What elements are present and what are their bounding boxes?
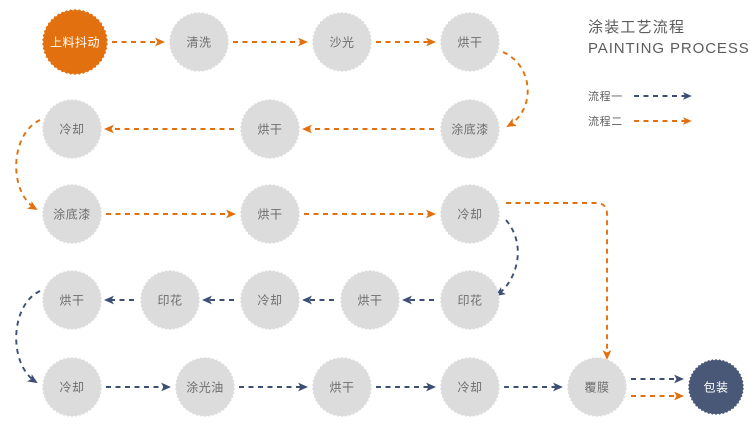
node-circle: [688, 359, 744, 415]
process-node-烘干[interactable]: 烘干: [240, 184, 300, 244]
process-node-清洗[interactable]: 清洗: [169, 12, 229, 72]
edge-wrap-r1-r2: [502, 51, 529, 127]
node-label: 烘干: [457, 36, 482, 50]
process-node-涂光油[interactable]: 涂光油: [175, 357, 235, 417]
legend-label: 流程二: [588, 114, 623, 128]
legend-item-2: 流程二: [588, 114, 692, 128]
edge-wrap-r2-r3: [15, 119, 41, 211]
node-label: 印花: [157, 293, 182, 308]
node-label: 冷却: [59, 123, 84, 137]
flow-nodes: 上料抖动清洗沙光烘干涂底漆烘干冷却涂底漆烘干冷却印花烘干冷却印花烘干冷却涂光油烘…: [42, 9, 744, 417]
node-label: 涂底漆: [53, 207, 91, 222]
node-circle: [440, 184, 500, 244]
node-circle: [440, 357, 500, 417]
process-node-烘干[interactable]: 烘干: [240, 99, 300, 159]
process-node-冷却[interactable]: 冷却: [240, 270, 300, 330]
process-node-冷却[interactable]: 冷却: [42, 99, 102, 159]
node-circle: [42, 9, 108, 75]
node-circle: [42, 184, 102, 244]
process-node-烘干[interactable]: 烘干: [312, 357, 372, 417]
process-node-包装[interactable]: 包装: [688, 359, 744, 415]
page-title: 涂装工艺流程 PAINTING PROCESS: [588, 19, 750, 57]
node-circle: [440, 12, 500, 72]
node-circle: [240, 184, 300, 244]
node-circle: [42, 99, 102, 159]
node-label: 涂光油: [186, 380, 224, 395]
process-node-涂底漆[interactable]: 涂底漆: [42, 184, 102, 244]
node-label: 烘干: [59, 294, 84, 308]
node-circle: [440, 270, 500, 330]
process-node-印花[interactable]: 印花: [140, 270, 200, 330]
node-circle: [42, 357, 102, 417]
node-label: 冷却: [457, 381, 482, 395]
title-en: PAINTING PROCESS: [588, 40, 750, 57]
process-node-涂底漆[interactable]: 涂底漆: [440, 99, 500, 159]
node-circle: [42, 270, 102, 330]
node-circle: [240, 99, 300, 159]
node-label: 印花: [457, 293, 482, 308]
node-circle: [140, 270, 200, 330]
node-circle: [312, 357, 372, 417]
process-node-印花[interactable]: 印花: [440, 270, 500, 330]
node-circle: [240, 270, 300, 330]
node-label: 冷却: [257, 294, 282, 308]
process-node-烘干[interactable]: 烘干: [42, 270, 102, 330]
node-circle: [340, 270, 400, 330]
process-node-上料抖动[interactable]: 上料抖动: [42, 9, 108, 75]
node-label: 烘干: [257, 123, 282, 137]
node-circle: [175, 357, 235, 417]
edge-r3-to-r4: [495, 219, 519, 297]
node-label: 冷却: [457, 208, 482, 222]
node-circle: [312, 12, 372, 72]
node-circle: [567, 357, 627, 417]
node-label: 清洗: [186, 36, 211, 50]
edge-r3-to-cover: [506, 202, 612, 360]
node-label: 烘干: [329, 381, 354, 395]
process-node-烘干[interactable]: 烘干: [340, 270, 400, 330]
node-label: 沙光: [329, 36, 354, 50]
legend-item-1: 流程一: [588, 89, 692, 103]
node-label: 涂底漆: [451, 122, 489, 137]
node-circle: [169, 12, 229, 72]
title-cn: 涂装工艺流程: [588, 19, 685, 36]
process-node-烘干[interactable]: 烘干: [440, 12, 500, 72]
process-node-冷却[interactable]: 冷却: [440, 184, 500, 244]
process-node-覆膜[interactable]: 覆膜: [567, 357, 627, 417]
node-label: 烘干: [357, 294, 382, 308]
node-label: 烘干: [257, 208, 282, 222]
node-label: 覆膜: [584, 381, 609, 395]
node-circle: [440, 99, 500, 159]
node-label: 上料抖动: [50, 36, 100, 50]
node-label: 包装: [703, 381, 728, 395]
process-node-冷却[interactable]: 冷却: [440, 357, 500, 417]
process-node-冷却[interactable]: 冷却: [42, 357, 102, 417]
legend-label: 流程一: [588, 89, 623, 103]
flow-edges: [15, 37, 684, 401]
node-label: 冷却: [59, 381, 84, 395]
process-node-沙光[interactable]: 沙光: [312, 12, 372, 72]
edge-wrap-r4-r5: [15, 290, 41, 384]
